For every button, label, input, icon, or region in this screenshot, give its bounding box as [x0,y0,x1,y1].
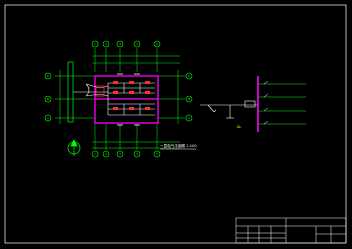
grid-bubbles-left [44,72,52,122]
light-fixtures [113,81,150,110]
panel-tag: AL [237,125,241,129]
bottom-dimension-lines [92,124,180,150]
plan-title: 一层电气平面图 1:100 [160,143,197,148]
title-block [235,217,347,244]
circuit-breakers [263,80,269,125]
plan-panel-feed [73,83,109,97]
building-walls [94,75,159,124]
meter-box [244,100,256,108]
outgoing-circuits [258,83,306,125]
grid-bubbles-right [185,72,193,122]
grid-bubbles-top [91,40,161,48]
single-line-diagram: AL [200,76,306,132]
dimension-ticks [117,73,140,126]
grid-bubbles-bottom [91,150,161,158]
north-arrow-icon [67,139,81,156]
left-grid-bar [67,61,74,123]
left-dimension-lines [55,70,95,124]
sheet-frame [4,4,347,244]
top-dimension-lines [92,48,180,72]
right-dimension-lines [158,70,185,124]
plan-panel-box [95,85,105,97]
breaker-symbol-icon [207,104,217,113]
